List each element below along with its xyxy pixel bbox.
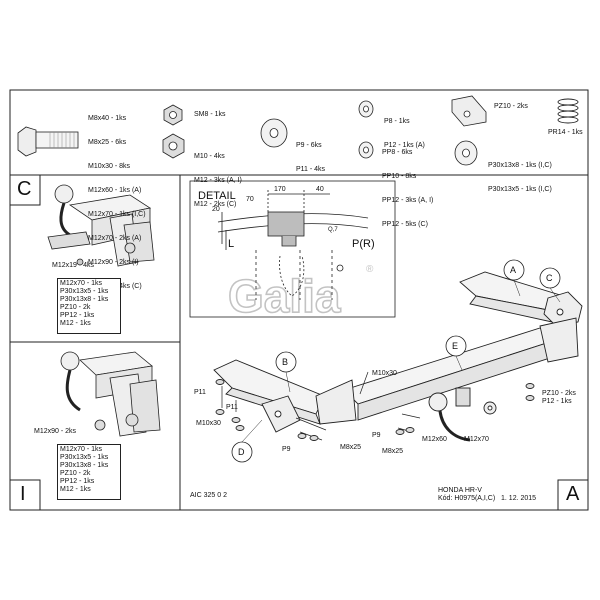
washer-pp-list: PP8 - 6ks PP10 - 8ks PP12 - 3ks (A, I) P… — [382, 133, 433, 237]
part-b-label: B — [282, 357, 289, 367]
panel-c-parts-box: M12x70 - 1ks P30x13x5 - 1ks P30x13x8 - 1… — [57, 278, 121, 334]
m10x30-top-label: M10x30 — [372, 370, 397, 377]
galia-logo-text: Galia — [228, 270, 341, 322]
vehicle-model: HONDA HR-V — [438, 487, 482, 494]
spacer-washer-icon — [454, 140, 478, 166]
panel-i-parts-item: M12 - 1ks — [60, 486, 91, 493]
corner-letter: A — [566, 483, 580, 505]
panel-i-parts-item: P30x13x5 - 1ks — [60, 454, 109, 461]
m8x25-left-label: M8x25 — [340, 444, 362, 451]
bolt-list-item: M12x70 - 2ks (A) — [88, 235, 142, 242]
washer-list: P9 - 6ks P11 - 4ks — [296, 126, 325, 182]
nut-list-item: M12 - 3ks (A, I) — [194, 177, 242, 184]
part-a-label: A — [510, 265, 517, 275]
detail-title: DETAIL — [198, 190, 236, 202]
detail-dim-l: L — [228, 238, 235, 250]
spring-washer-icon — [358, 141, 374, 159]
spacer-list-item: P30x13x8 - 1ks (I,C) — [488, 162, 552, 169]
panel-i-callout: M12x90 - 2ks — [34, 428, 77, 435]
panel-i-parts-item: PZ10 - 2k — [60, 470, 91, 477]
bolt-icon — [17, 126, 79, 157]
part-d-label: D — [238, 447, 245, 457]
spacer-list-item: P30x13x5 - 1ks (I,C) — [488, 186, 552, 193]
panel-c-parts-item: P30x13x5 - 1ks — [60, 288, 109, 295]
panel-c-parts-item: P30x13x8 - 1ks — [60, 296, 109, 303]
spring-label: PR14 - 1ks — [548, 129, 583, 136]
p9-mid-label: P9 — [372, 432, 381, 439]
main-towbar-assembly — [213, 271, 583, 442]
p9-left-label: P9 — [282, 446, 291, 453]
m12x70-label: M12x70 — [464, 436, 489, 443]
nut-list: M10 - 4ks M12 - 3ks (A, I) M12 - 2ks (C) — [194, 137, 242, 217]
wedge-plate-icon — [451, 95, 487, 127]
panel-c-towbar-drawing — [47, 184, 155, 267]
detail-section-drawing — [217, 190, 369, 300]
panel-i-letter: I — [20, 483, 26, 505]
panel-c-parts-item: PP12 - 1ks — [60, 312, 95, 319]
corner-letter-box — [557, 479, 589, 511]
spacer-list: P30x13x8 - 1ks (I,C) P30x13x5 - 1ks (I,C… — [488, 146, 552, 202]
m12x60-label: M12x60 — [422, 436, 447, 443]
washer-p-item: P8 - 1ks — [384, 118, 410, 125]
panel-c-letter-box — [9, 174, 41, 206]
bolt-list-item: M8x40 - 1ks — [88, 115, 127, 122]
pz-label: PZ10 - 2ks — [494, 103, 528, 110]
washer-p-item: P12 - 1ks (A) — [384, 142, 425, 149]
panel-i-parts-item: P30x13x8 - 1ks — [60, 462, 109, 469]
leader-lines — [241, 279, 561, 443]
detail-dim-70: 70 — [246, 196, 254, 203]
galia-registered-mark: ® — [366, 264, 374, 275]
detail-dim-q: Q,7 — [328, 227, 338, 233]
detail-dim-pr: P(R) — [352, 238, 375, 250]
pz10-callout: PZ10 - 2ks — [542, 390, 576, 397]
bolt-list-item: M10x30 - 8ks — [88, 163, 131, 170]
p11-label: P11 — [194, 389, 206, 396]
bolt-list: M8x40 - 1ks M8x25 - 6ks M10x30 - 8ks M12… — [88, 99, 146, 299]
bolt-list-item: M8x25 - 6ks — [88, 139, 127, 146]
m8x25-mid-label: M8x25 — [382, 448, 404, 455]
galia-watermark-logo: Galia ® — [227, 264, 374, 323]
small-washer-icon — [358, 100, 374, 118]
panel-i-parts-item: PP12 - 1ks — [60, 478, 95, 485]
panel-i-letter-box — [9, 479, 41, 511]
nut-sm8-label: SM8 - 1ks — [194, 111, 226, 118]
nut-list-item: M12 - 2ks (C) — [194, 201, 237, 208]
detail-box — [189, 180, 396, 318]
washer-list-item: P9 - 6ks — [296, 142, 322, 149]
bolt-list-item: M12x60 - 1ks (A) — [88, 187, 142, 194]
coil-spring-icon — [557, 98, 579, 124]
panel-c-parts-item: M12x70 - 1ks — [60, 280, 103, 287]
detail-dim-170: 170 — [274, 186, 286, 193]
washer-pp-item: PP12 - 5ks (C) — [382, 221, 428, 228]
panel-c-letter: C — [17, 178, 32, 200]
washer-pp-item: PP10 - 8ks — [382, 173, 417, 180]
kod-line: Kód: H0975(A,I,C) 1. 12. 2015 — [438, 495, 537, 502]
detail-dim-40: 40 — [316, 186, 324, 193]
p12-callout: P12 - 1ks — [542, 398, 572, 405]
washer-pp-item: PP12 - 3ks (A, I) — [382, 197, 434, 204]
flat-washer-icon — [260, 118, 288, 148]
washer-p-list: P8 - 1ks P12 - 1ks (A) — [384, 102, 425, 158]
drawing-code: AIC 325 0 2 — [190, 492, 227, 499]
panel-c-parts-item: M12 - 1ks — [60, 320, 91, 327]
panel-i-parts-item: M12x70 - 1ks — [60, 446, 103, 453]
part-c-label: C — [546, 273, 553, 283]
m10x30-left-label: M10x30 — [196, 420, 221, 427]
outer-frame — [9, 89, 589, 511]
bolt-list-item: M12x90 - 2ks (I) — [88, 259, 139, 266]
washer-list-item: P11 - 4ks — [296, 166, 326, 173]
detail-dim-20: 20 — [212, 206, 220, 213]
panel-c-callout: M12x19 - 4ks — [52, 262, 95, 269]
panel-i-parts-box: M12x70 - 1ks P30x13x5 - 1ks P30x13x8 - 1… — [57, 444, 121, 500]
part-e-label: E — [452, 341, 459, 351]
hex-nut-icon — [162, 133, 185, 159]
p11-second-label: P11 — [226, 404, 238, 411]
panel-c-parts-item: PZ10 - 2k — [60, 304, 91, 311]
nut-list-item: M10 - 4ks — [194, 153, 225, 160]
nut-sm8-icon — [163, 104, 183, 126]
bolt-list-item: M12x70 - 1ks (I,C) — [88, 211, 146, 218]
panel-i-towbar-drawing — [60, 351, 161, 437]
washer-pp-item: PP8 - 6ks — [382, 149, 413, 156]
